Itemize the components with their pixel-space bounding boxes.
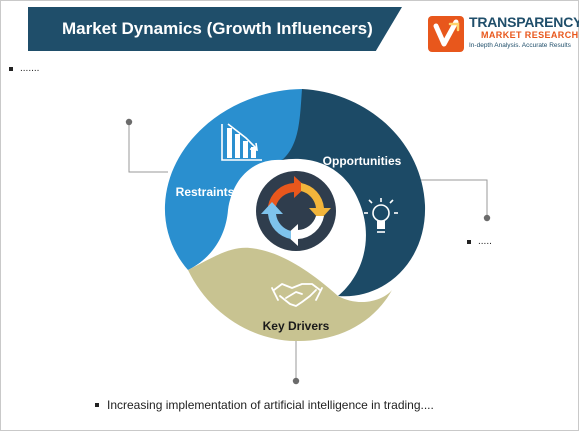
page-title: Market Dynamics (Growth Influencers) xyxy=(62,19,373,38)
cycle-arrows-icon xyxy=(261,176,331,246)
note-restraints-text: ....... xyxy=(20,63,40,74)
company-logo: TRANSPARENCY MARKET RESEARCH In-depth An… xyxy=(428,14,579,56)
note-opportunities: ..... xyxy=(467,236,492,247)
note-opportunities-text: ..... xyxy=(478,236,492,247)
connector-restraints xyxy=(125,118,168,173)
logo-subtitle: MARKET RESEARCH xyxy=(481,30,579,40)
connector-opportunities xyxy=(420,179,491,222)
note-key-drivers: Increasing implementation of artificial … xyxy=(95,398,434,412)
segment-label-restraints: Restraints xyxy=(176,185,235,199)
segment-key-drivers xyxy=(188,247,392,342)
bullet-icon xyxy=(467,239,471,244)
segment-opportunities xyxy=(277,89,426,297)
handshake-icon xyxy=(271,283,323,307)
note-restraints: ....... xyxy=(9,63,39,74)
logo-mark-icon xyxy=(428,16,464,52)
note-key-drivers-text: Increasing implementation of artificial … xyxy=(107,398,434,412)
title-banner: Market Dynamics (Growth Influencers) xyxy=(28,7,402,51)
segment-restraints xyxy=(164,89,302,270)
declining-bar-chart-icon xyxy=(221,123,262,161)
logo-name: TRANSPARENCY xyxy=(469,14,579,30)
segment-label-opportunities: Opportunities xyxy=(323,154,402,168)
segment-label-key-drivers: Key Drivers xyxy=(263,319,330,333)
connector-key-drivers xyxy=(292,340,300,385)
logo-tagline: In-depth Analysis. Accurate Results xyxy=(469,42,571,49)
lightbulb-icon xyxy=(364,198,398,233)
bullet-icon xyxy=(95,403,99,407)
bullet-icon xyxy=(9,66,13,71)
